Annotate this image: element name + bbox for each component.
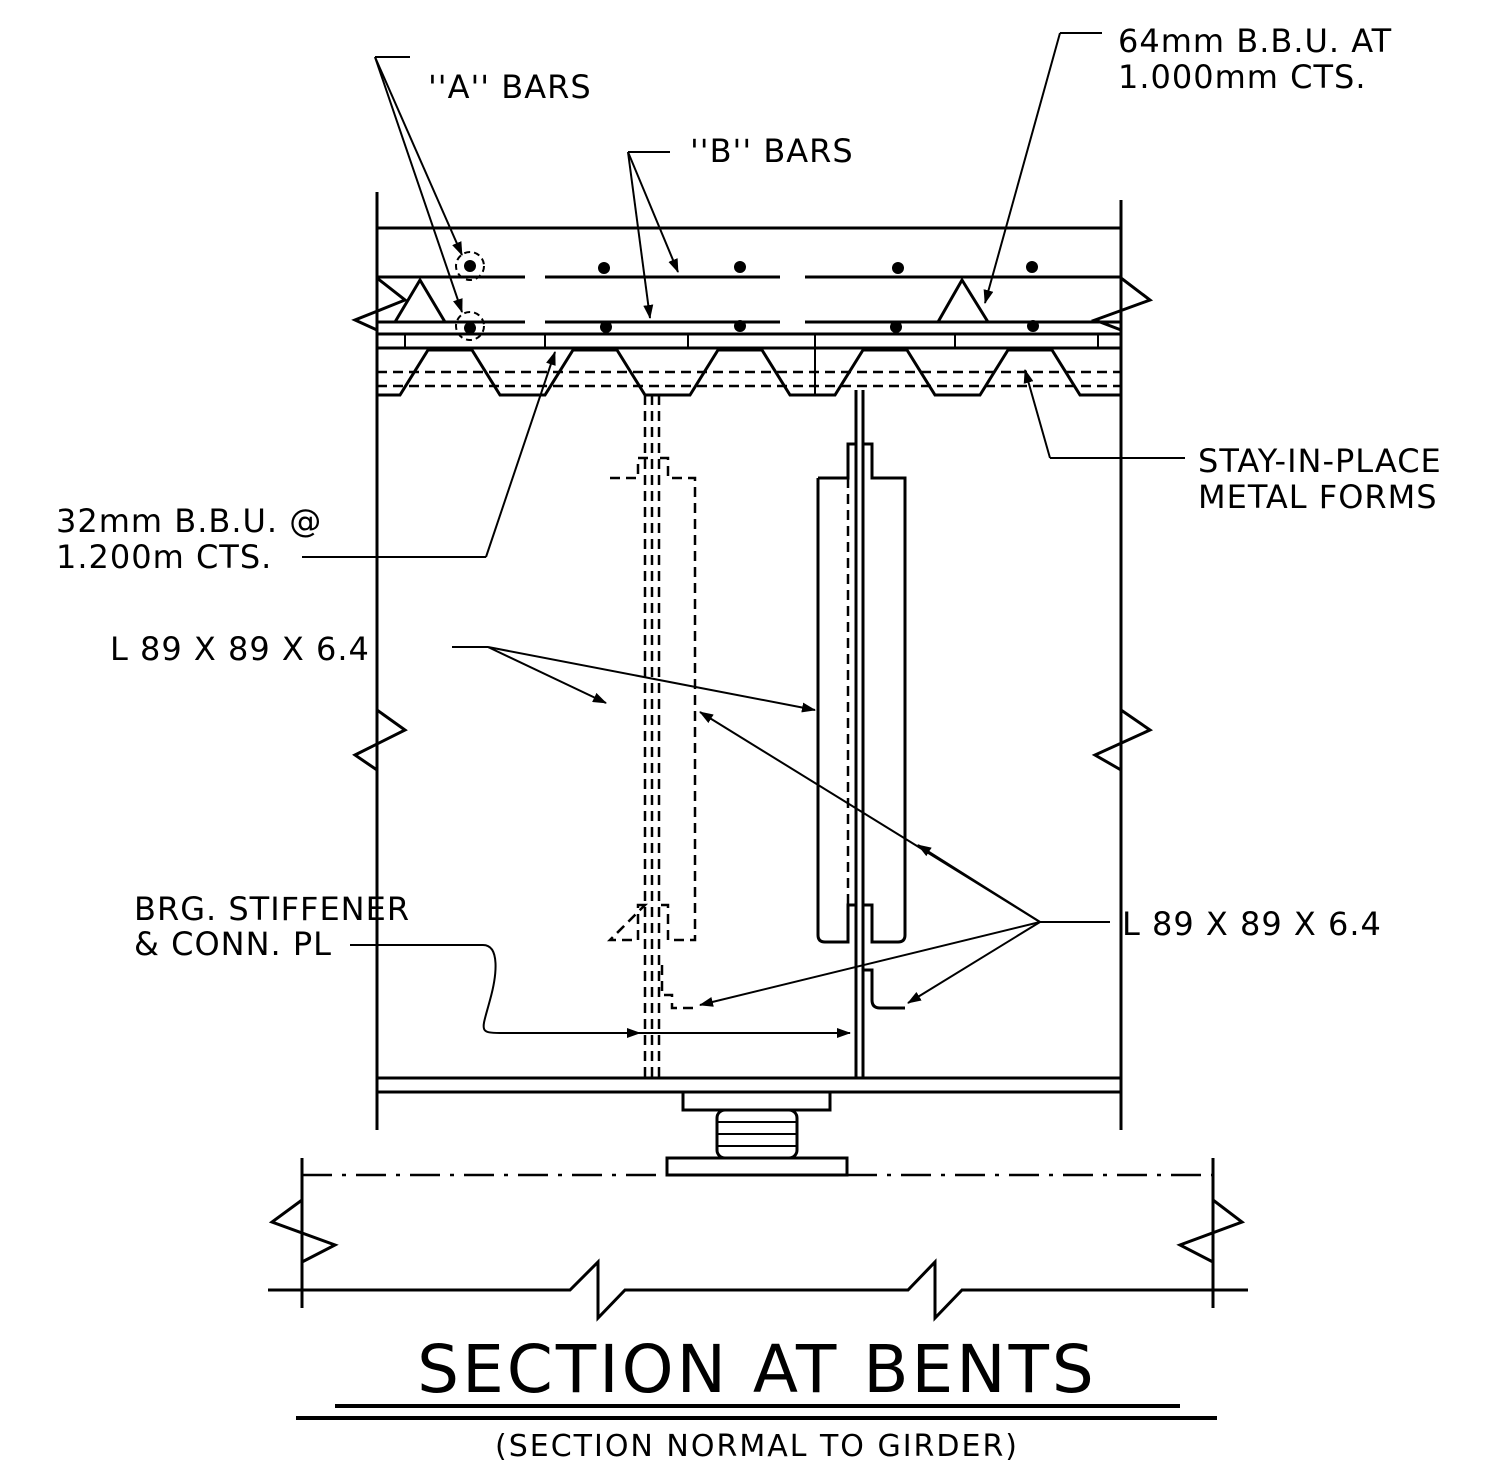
label-stay-in-place-line1: STAY-IN-PLACE bbox=[1198, 442, 1442, 480]
label-bbu-32-line2: 1.200m CTS. bbox=[56, 538, 272, 576]
label-bbu-64-line2: 1.000mm CTS. bbox=[1118, 58, 1367, 96]
metal-forms bbox=[377, 348, 1121, 397]
drawing-title: SECTION AT BENTS bbox=[417, 1331, 1097, 1408]
labels: ''A'' BARS ''B'' BARS 64mm B.B.U. AT 1.0… bbox=[56, 22, 1442, 963]
leaders bbox=[302, 32, 1185, 1038]
drawing-subtitle: (SECTION NORMAL TO GIRDER) bbox=[495, 1429, 1019, 1464]
label-brg-stiffener-line2: & CONN. PL bbox=[134, 925, 332, 963]
rebar-dots bbox=[455, 251, 1039, 341]
label-bbu-64-line1: 64mm B.B.U. AT bbox=[1118, 22, 1392, 60]
title-block: SECTION AT BENTS (SECTION NORMAL TO GIRD… bbox=[296, 1331, 1217, 1464]
far-stiffener bbox=[606, 395, 697, 1078]
label-angle-upper: L 89 X 89 X 6.4 bbox=[110, 630, 370, 668]
deck-slab bbox=[351, 226, 1154, 395]
label-a-bars: ''A'' BARS bbox=[428, 68, 592, 106]
label-bbu-32-line1: 32mm B.B.U. @ bbox=[56, 502, 322, 540]
bbu-chairs bbox=[392, 277, 991, 324]
label-b-bars: ''B'' BARS bbox=[690, 132, 854, 170]
label-stay-in-place-line2: METAL FORMS bbox=[1198, 478, 1438, 516]
bent-cap bbox=[268, 1158, 1248, 1322]
label-angle-lower: L 89 X 89 X 6.4 bbox=[1122, 905, 1382, 943]
label-brg-stiffener-line1: BRG. STIFFENER bbox=[134, 890, 410, 928]
bottom-flange-bearing bbox=[302, 1076, 1213, 1177]
near-stiffener bbox=[816, 390, 907, 1078]
